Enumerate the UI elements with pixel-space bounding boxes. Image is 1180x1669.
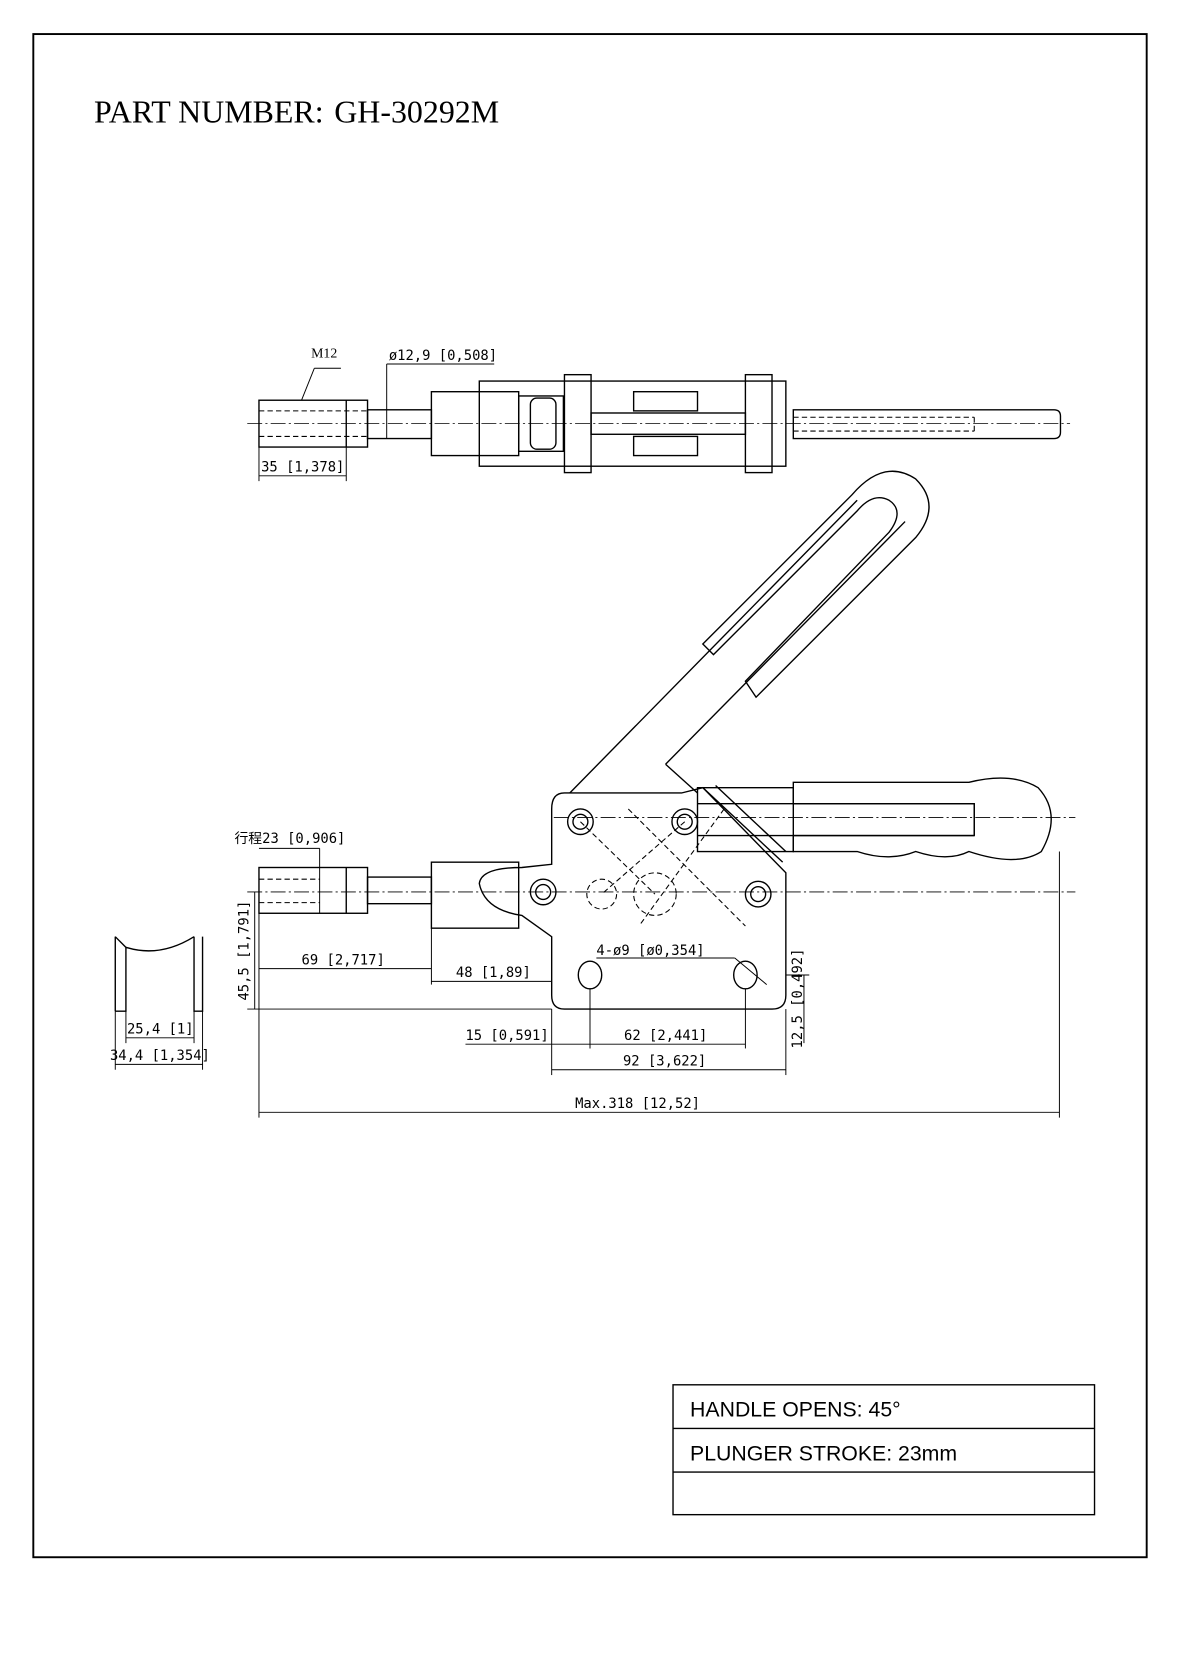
max-length-dim: Max.318 [12,52]	[575, 1096, 700, 1112]
dim-48: 48 [1,89]	[456, 965, 531, 981]
dim-62: 62 [2,441]	[624, 1028, 707, 1044]
dim-15: 15 [0,591]	[465, 1028, 548, 1044]
part-number-title: PART NUMBER: GH-30292M	[94, 94, 499, 129]
part-number-value: GH-30292M	[334, 94, 499, 129]
handle-open-position	[569, 470, 930, 794]
section-view: 25,4 [1] 34,4 [1,354]	[110, 936, 210, 1070]
dim-69: 69 [2,717]	[302, 952, 385, 968]
handle-opens-row: HANDLE OPENS: 45°	[690, 1398, 901, 1422]
part-number-label: PART NUMBER:	[94, 94, 324, 129]
height-dim: 45,5 [1,791]	[236, 901, 252, 1001]
rod-diameter-dim: ø12,9 [0,508]	[389, 348, 497, 364]
thread-label: M12	[311, 346, 337, 361]
plunger-stroke-row: PLUNGER STROKE: 23mm	[690, 1441, 957, 1465]
side-view-dimensions: 行程23 [0,906] 45,5 [1,791] 69 [2,717] 48 …	[234, 831, 1060, 1118]
side-view	[247, 777, 1076, 1010]
sheet-border	[32, 33, 1148, 1559]
outer-width-dim: 34,4 [1,354]	[110, 1048, 210, 1064]
holes-dim: 4-ø9 [ø0,354]	[596, 943, 704, 959]
inner-width-dim: 25,4 [1]	[127, 1022, 194, 1038]
dim-12-5: 12,5 [0,492]	[790, 949, 806, 1049]
nut-length-dim: 35 [1,378]	[261, 460, 344, 476]
top-view: M12 ø12,9 [0,508] 35 [1,378]	[247, 346, 1071, 482]
spec-table: HANDLE OPENS: 45° PLUNGER STROKE: 23mm	[672, 1384, 1096, 1516]
dim-92: 92 [3,622]	[623, 1053, 706, 1069]
stroke-dim: 行程23 [0,906]	[234, 831, 345, 847]
